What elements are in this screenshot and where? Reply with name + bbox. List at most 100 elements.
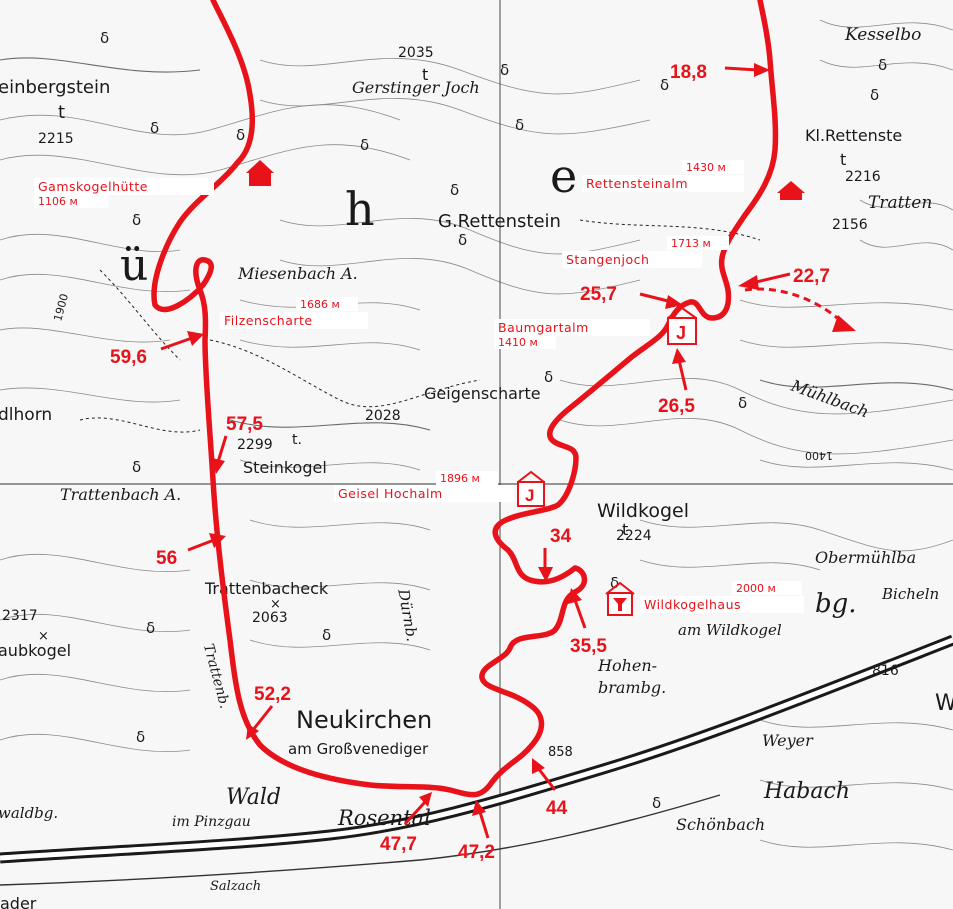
alm-icon: δ <box>136 728 145 746</box>
hut-elevation-filzenscharte: 1686 м <box>300 298 340 311</box>
hut-label-gamskogelhuette: Gamskogelhütte <box>38 179 148 194</box>
label-trattenbach-a: Trattenbach A. <box>60 485 181 504</box>
label-1400: 1400 <box>805 449 833 462</box>
alm-icon: δ <box>322 626 331 644</box>
alm-icon: δ <box>236 126 245 144</box>
label-gerstinger-joch: Gerstinger Joch <box>352 78 480 97</box>
label-wald: Wald <box>226 785 281 810</box>
label-am-grossvenediger: am Großvenediger <box>288 740 429 758</box>
label-rosental: Rosental <box>337 806 431 830</box>
label-tratten: Tratten <box>868 193 932 213</box>
alm-icon: δ <box>544 368 553 386</box>
hut-label-stangenjoch: Stangenjoch <box>566 252 649 267</box>
km-marker-arrows <box>160 63 791 839</box>
alm-icon: δ <box>132 458 141 476</box>
trails <box>79 219 761 433</box>
km-marker: 18,8 <box>670 62 707 83</box>
label-brambg: brambg. <box>598 678 666 697</box>
label-aubkogel: aubkogel <box>0 641 71 660</box>
summit-cross-icon: × <box>38 629 49 644</box>
label-816: 816 <box>872 663 899 679</box>
svg-text:J: J <box>676 323 686 343</box>
hiking-route <box>151 0 779 798</box>
label-2035: 2035 <box>398 45 434 61</box>
label-schoenbach: Schönbach <box>676 815 765 834</box>
label-steinkogel: Steinkogel <box>243 458 327 477</box>
label-einbergstein: einbergstein <box>0 77 110 98</box>
label-weyer: Weyer <box>762 731 814 750</box>
km-marker: 22,7 <box>793 266 830 287</box>
hut-elevation-gamskogelhuette: 1106 м <box>38 195 78 208</box>
km-marker: 56 <box>156 548 177 569</box>
dashed-arrow-head <box>832 315 856 332</box>
alm-icon: δ <box>100 29 109 47</box>
summit-cross-icon: t. <box>292 432 302 448</box>
label-am-wildkogel: am Wildkogel <box>678 621 782 639</box>
label-dlhorn: dlhorn <box>0 405 52 425</box>
km-marker: 44 <box>546 798 568 819</box>
alm-icon: δ <box>150 119 159 137</box>
label-2156: 2156 <box>832 217 868 233</box>
km-marker: 47,2 <box>458 842 495 863</box>
label-858: 858 <box>548 745 573 760</box>
hut-label-wildkogelhaus: Wildkogelhaus <box>644 597 741 612</box>
km-marker: 34 <box>550 526 572 547</box>
alm-icon: δ <box>360 136 369 154</box>
contour-lines <box>0 19 953 851</box>
hut-elevation-wildkogelhaus: 2000 м <box>736 582 776 595</box>
summit-markers: t t t t t. × × <box>38 65 846 644</box>
label-bicheln: Bicheln <box>881 585 939 603</box>
summit-cross-icon: × <box>270 597 281 612</box>
hut-elevation-geisel-hochalm: 1896 м <box>440 472 480 485</box>
alm-icon: δ <box>132 211 141 229</box>
alm-icon: δ <box>738 394 747 412</box>
label-2299: 2299 <box>237 437 273 453</box>
label-kesselbg: Kesselbo <box>844 25 921 45</box>
label-2224: 2224 <box>616 528 652 544</box>
label-e: e <box>550 149 577 203</box>
label-wildkogel: Wildkogel <box>597 500 689 522</box>
alm-icon: δ <box>458 231 467 249</box>
valley-road <box>0 634 953 886</box>
km-marker: 47,7 <box>380 834 417 855</box>
alm-icon: δ <box>878 56 887 74</box>
label-miesenbach: Miesenbach A. <box>237 264 358 283</box>
hut-label-filzenscharte: Filzenscharte <box>224 313 313 328</box>
label-w: W <box>935 691 953 716</box>
km-marker: 59,6 <box>110 347 147 368</box>
km-marker: 57,5 <box>226 414 263 435</box>
label-2317: 2317 <box>2 608 38 624</box>
alm-icon: δ <box>450 181 459 199</box>
alm-icon: δ <box>660 76 669 94</box>
label-kl-rettenstein: Kl.Rettenste <box>805 126 902 145</box>
alm-icon: δ <box>515 116 524 134</box>
label-h: h <box>345 182 375 236</box>
alm-icon: δ <box>652 794 661 812</box>
svg-text:J: J <box>525 486 534 505</box>
label-ue: ü <box>120 240 148 291</box>
label-2215: 2215 <box>38 131 74 147</box>
summit-cross-icon: t <box>622 520 628 539</box>
hut-label-geisel-hochalm: Geisel Hochalm <box>338 486 443 501</box>
label-waldbg: waldbg. <box>0 804 58 822</box>
hut-labels: Gamskogelhütte 1106 м 1430 м Rettenstein… <box>34 160 804 613</box>
j-sign-icon: J <box>517 470 545 507</box>
label-hohen: Hohen- <box>597 656 657 675</box>
hut-label-baumgartalm: Baumgartalm <box>498 320 589 335</box>
km-marker: 35,5 <box>570 636 607 657</box>
km-markers: 18,8 22,7 25,7 26,5 59,6 57,5 56 34 35,5… <box>110 62 830 863</box>
dashed-route-arrow <box>744 287 847 327</box>
base-map-labels: einbergstein 2215 2035 Gerstinger Joch K… <box>0 25 953 909</box>
summit-cross-icon: t <box>58 102 65 123</box>
km-marker: 52,2 <box>254 684 291 705</box>
label-obermuehlba: Obermühlba <box>815 548 916 567</box>
label-habach: Habach <box>763 779 850 804</box>
km-marker: 25,7 <box>580 284 617 305</box>
label-trattenbacheck: Trattenbacheck <box>204 579 329 598</box>
summit-cross-icon: t <box>422 65 428 84</box>
alm-icon: δ <box>146 619 155 637</box>
label-2063: 2063 <box>252 610 288 626</box>
hut-label-rettensteinalm: Rettensteinalm <box>586 176 688 191</box>
alm-icon: δ <box>870 86 879 104</box>
label-neukirchen: Neukirchen <box>296 706 432 734</box>
